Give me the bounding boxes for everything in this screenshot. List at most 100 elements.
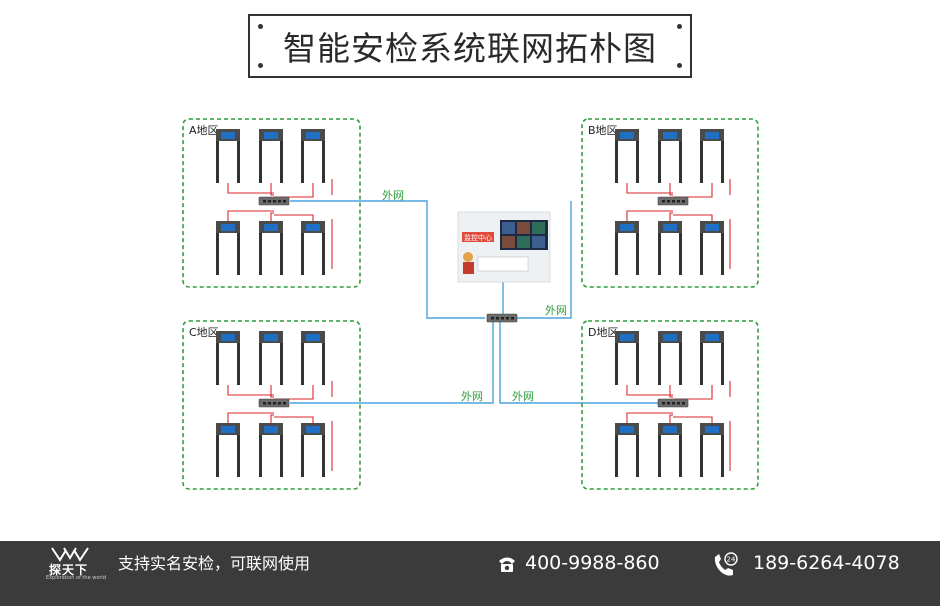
zone-c-label: C地区 xyxy=(189,326,219,339)
security-gate xyxy=(259,129,283,183)
device-wire xyxy=(274,214,314,221)
gate-pillar xyxy=(658,129,661,183)
gate-pillar xyxy=(679,129,682,183)
corner-dot xyxy=(258,24,263,29)
security-gate xyxy=(259,423,283,477)
gate-pillar xyxy=(721,129,724,183)
switch-port xyxy=(682,200,685,203)
network-link xyxy=(290,322,494,404)
device-wire xyxy=(673,183,713,198)
security-gate xyxy=(615,423,639,477)
gate-display xyxy=(620,224,634,231)
gate-pillar xyxy=(615,221,618,275)
network-link xyxy=(512,201,572,319)
gate-display xyxy=(705,426,719,433)
brand-name: 探天下 xyxy=(49,563,89,577)
wan-label-a: 外网 xyxy=(382,189,404,202)
gate-display xyxy=(663,334,677,341)
center-sign-label: 监控中心 xyxy=(464,233,492,242)
gate-pillar xyxy=(216,423,219,477)
switch-port xyxy=(677,402,680,405)
gate-pillar xyxy=(700,129,703,183)
operator-head xyxy=(463,252,473,262)
gate-pillar xyxy=(259,221,262,275)
device-wire xyxy=(274,385,314,400)
security-gate xyxy=(658,423,682,477)
device-wire xyxy=(274,183,314,198)
gate-display xyxy=(221,426,235,433)
brand-tagline: Exploration of the world xyxy=(46,575,106,581)
security-gate xyxy=(301,221,325,275)
security-gate xyxy=(658,221,682,275)
corner-dot xyxy=(258,63,263,68)
gate-display xyxy=(663,224,677,231)
security-gate xyxy=(216,221,240,275)
security-gate xyxy=(216,423,240,477)
gate-pillar xyxy=(216,331,219,385)
hotline-number: 400-9988-860 xyxy=(525,552,660,574)
zone-d-label: D地区 xyxy=(588,326,618,339)
switch-port xyxy=(273,200,276,203)
device-wire xyxy=(270,385,274,398)
gate-display xyxy=(705,334,719,341)
zone-c-boundary xyxy=(182,320,361,490)
wan-label-d: 外网 xyxy=(512,390,534,403)
operator-body xyxy=(463,262,474,274)
title-frame: 智能安检系统联网拓朴图 xyxy=(248,14,692,78)
phone-icon xyxy=(499,557,515,572)
zone-b-boundary xyxy=(581,118,759,288)
gate-pillar xyxy=(615,331,618,385)
switch-port xyxy=(283,200,286,203)
gate-display xyxy=(264,224,278,231)
gate-pillar xyxy=(615,423,618,477)
svg-text:24: 24 xyxy=(727,556,736,564)
gate-display xyxy=(620,426,634,433)
zone-a-label: A地区 xyxy=(189,124,219,137)
gate-display xyxy=(306,426,320,433)
device-wire xyxy=(669,414,673,423)
device-wire xyxy=(274,416,314,423)
security-gate xyxy=(216,331,240,385)
gate-pillar xyxy=(301,331,304,385)
device-wire xyxy=(270,183,274,196)
security-gate xyxy=(259,221,283,275)
gate-pillar xyxy=(700,423,703,477)
security-gate xyxy=(700,423,724,477)
device-wire xyxy=(673,385,713,400)
wan-label-c: 外网 xyxy=(461,390,483,403)
gate-display xyxy=(306,132,320,139)
security-gate xyxy=(700,129,724,183)
gate-display xyxy=(306,224,320,231)
gate-pillar xyxy=(658,423,661,477)
security-gate xyxy=(301,129,325,183)
brand-logo-icon xyxy=(51,547,89,562)
gate-pillar xyxy=(301,129,304,183)
switch-port xyxy=(501,317,504,320)
video-tile xyxy=(532,222,545,234)
gate-pillar xyxy=(237,221,240,275)
wan-label-b: 外网 xyxy=(545,304,567,317)
switch-port xyxy=(677,200,680,203)
gate-pillar xyxy=(679,423,682,477)
console-desk xyxy=(477,256,529,272)
gate-pillar xyxy=(658,331,661,385)
device-wire xyxy=(227,385,274,396)
gate-pillar xyxy=(259,129,262,183)
gate-pillar xyxy=(259,331,262,385)
gate-pillar xyxy=(322,423,325,477)
gate-pillar xyxy=(237,423,240,477)
switch-port xyxy=(672,402,675,405)
mobile-24h-icon: 24 xyxy=(714,552,738,576)
video-tile xyxy=(502,222,515,234)
switch-port xyxy=(268,200,271,203)
gate-pillar xyxy=(322,331,325,385)
gate-pillar xyxy=(280,221,283,275)
page-title: 智能安检系统联网拓朴图 xyxy=(283,29,657,68)
gate-pillar xyxy=(280,129,283,183)
device-wire xyxy=(673,416,713,423)
gate-pillar xyxy=(280,331,283,385)
gate-display xyxy=(221,224,235,231)
switch-port xyxy=(506,317,509,320)
switch-port xyxy=(263,200,266,203)
gate-display xyxy=(264,334,278,341)
